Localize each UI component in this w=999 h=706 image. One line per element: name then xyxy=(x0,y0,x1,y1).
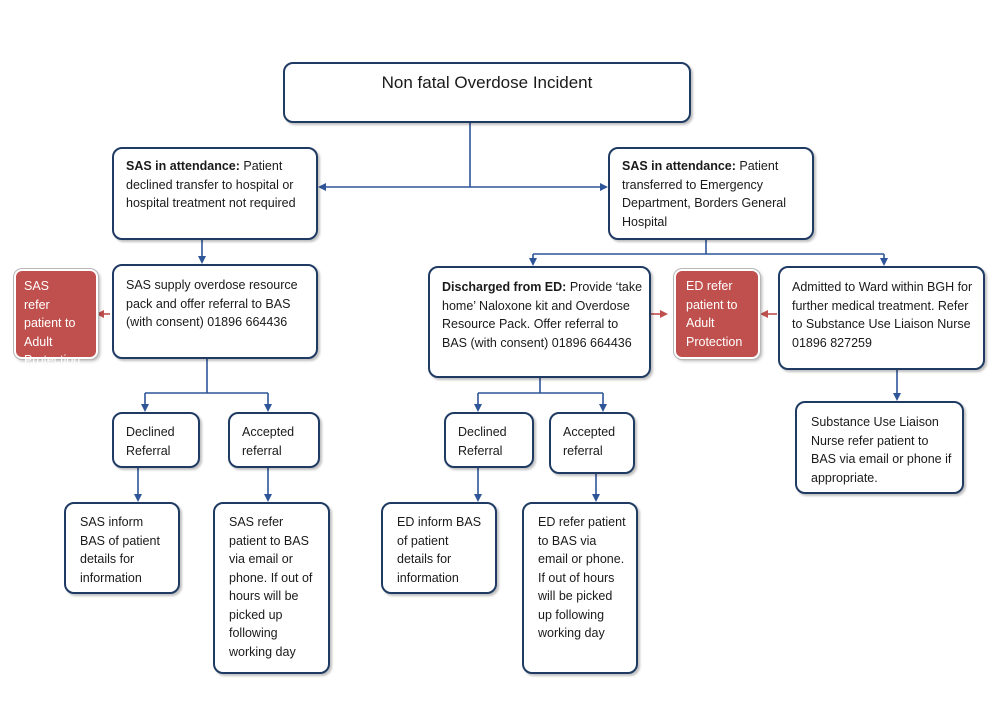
sas-declined-transfer-box: SAS in attendance: Patient declined tran… xyxy=(112,147,318,240)
mid-declined-text: Declined Referral xyxy=(458,425,507,458)
sas-right-text: Patient transferred to Emergency Departm… xyxy=(622,159,786,229)
mid-accepted-text: Accepted referral xyxy=(563,425,616,458)
discharged-text: Provide ‘take home’ Naloxone kit and Ove… xyxy=(442,280,643,350)
ed-inform-text: ED inform BAS of patient details for inf… xyxy=(397,515,482,585)
sas-inform-text: SAS inform BAS of patient details for in… xyxy=(80,515,160,585)
discharged-from-ed-box: Discharged from ED: Provide ‘take home’ … xyxy=(428,266,651,378)
sas-refer-bas-box: SAS refer patient to BAS via email or ph… xyxy=(213,502,330,674)
ed-refer-bas-text: ED refer patient to BAS via email or pho… xyxy=(538,515,626,640)
left-declined-referral-box: Declined Referral xyxy=(112,412,200,468)
incident-title-box: Non fatal Overdose Incident xyxy=(283,62,691,123)
sas-left-text: Patient declined transfer to hospital or… xyxy=(126,159,296,210)
sas-protection-text: SAS refer patient to Adult Protection xyxy=(24,279,81,367)
liaison-nurse-box: Substance Use Liaison Nurse refer patien… xyxy=(795,401,964,494)
sas-supply-text: SAS supply overdose resource pack and of… xyxy=(126,278,298,329)
admitted-to-ward-box: Admitted to Ward within BGH for further … xyxy=(778,266,985,370)
ed-inform-bas-box: ED inform BAS of patient details for inf… xyxy=(381,502,497,594)
sas-right-heading: SAS in attendance: xyxy=(622,159,736,173)
ed-refer-bas-box: ED refer patient to BAS via email or pho… xyxy=(522,502,638,674)
sas-supply-box: SAS supply overdose resource pack and of… xyxy=(112,264,318,359)
left-accepted-referral-box: Accepted referral xyxy=(228,412,320,468)
ed-adult-protection-box: ED refer patient to Adult Protection xyxy=(674,269,760,359)
incident-title: Non fatal Overdose Incident xyxy=(381,73,593,92)
ed-protection-text: ED refer patient to Adult Protection xyxy=(686,279,743,349)
discharged-heading: Discharged from ED: xyxy=(442,280,567,294)
mid-accepted-referral-box: Accepted referral xyxy=(549,412,635,474)
left-accepted-text: Accepted referral xyxy=(242,425,295,458)
admitted-text: Admitted to Ward within BGH for further … xyxy=(792,280,973,350)
mid-declined-referral-box: Declined Referral xyxy=(444,412,534,468)
left-declined-text: Declined Referral xyxy=(126,425,175,458)
sas-adult-protection-box: SAS refer patient to Adult Protection xyxy=(14,269,98,367)
sas-left-heading: SAS in attendance: xyxy=(126,159,240,173)
sas-transferred-box: SAS in attendance: Patient transferred t… xyxy=(608,147,814,240)
sas-inform-bas-box: SAS inform BAS of patient details for in… xyxy=(64,502,180,594)
liaison-text: Substance Use Liaison Nurse refer patien… xyxy=(811,415,952,485)
sas-refer-bas-text: SAS refer patient to BAS via email or ph… xyxy=(229,515,313,659)
